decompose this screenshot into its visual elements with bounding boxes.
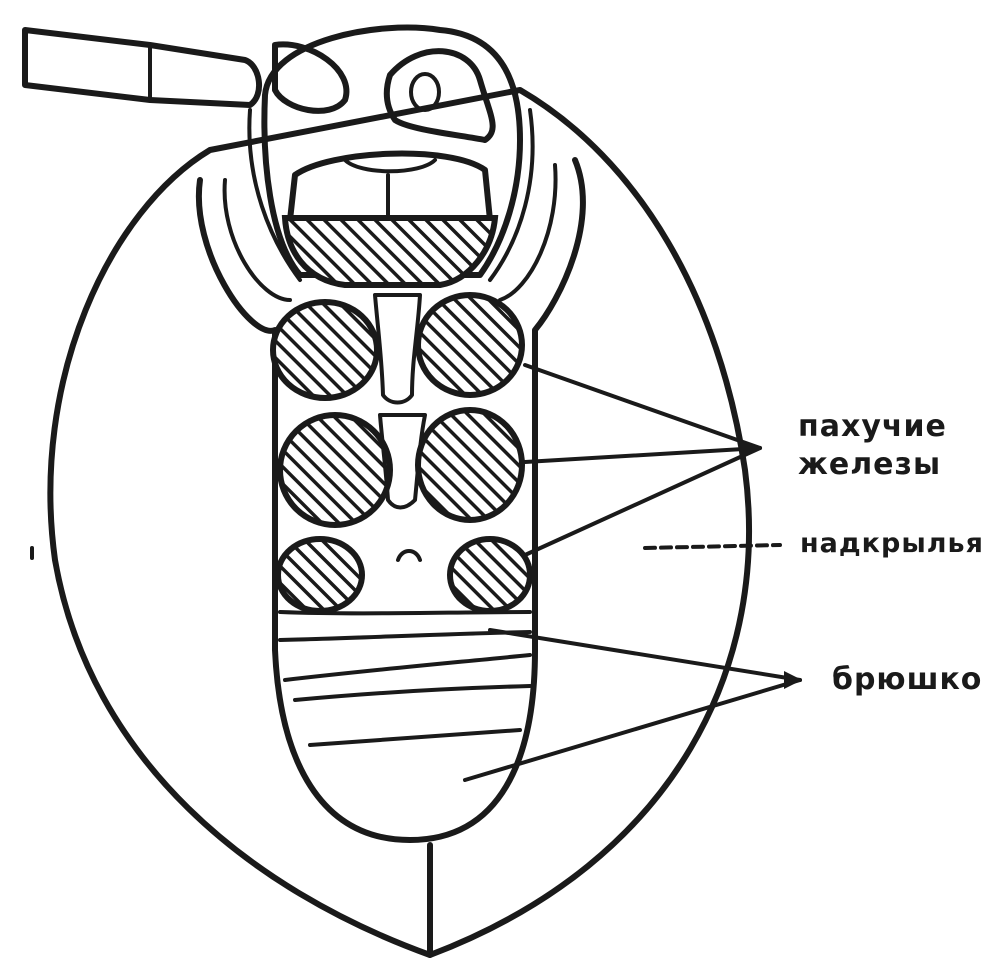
segment-line-5 <box>310 730 520 745</box>
pointer-glands-3 <box>525 448 760 555</box>
eye-icon <box>411 74 439 110</box>
pointer-glands-2 <box>525 448 760 462</box>
prothorax-band <box>285 218 495 285</box>
label-wing-covers: надкрылья <box>800 530 984 557</box>
pointer-glands-arrowhead <box>742 440 760 458</box>
small-mark <box>398 551 420 560</box>
pointer-abdomen-arrowhead <box>784 671 802 689</box>
proboscis <box>25 30 259 105</box>
pointer-wing-covers <box>645 545 780 548</box>
gland-right-3 <box>450 539 530 611</box>
gland-left-3 <box>278 539 362 611</box>
segment-line-2 <box>280 632 530 640</box>
segment-line-3 <box>285 655 530 680</box>
mouth-arch <box>345 160 435 171</box>
segment-line-1 <box>280 612 530 613</box>
gland-right-1 <box>418 295 522 395</box>
label-abdomen: брюшко <box>832 665 982 695</box>
glands-group <box>273 295 530 611</box>
gland-right-2 <box>418 410 522 520</box>
gland-left-1 <box>273 302 377 398</box>
proboscis-tip <box>275 44 346 110</box>
sternum-upper <box>375 295 420 403</box>
label-glands-line-2: железы <box>798 450 941 480</box>
segment-line-4 <box>295 686 530 700</box>
label-glands-line-1: пахучие <box>798 412 947 442</box>
gland-left-2 <box>280 415 390 525</box>
